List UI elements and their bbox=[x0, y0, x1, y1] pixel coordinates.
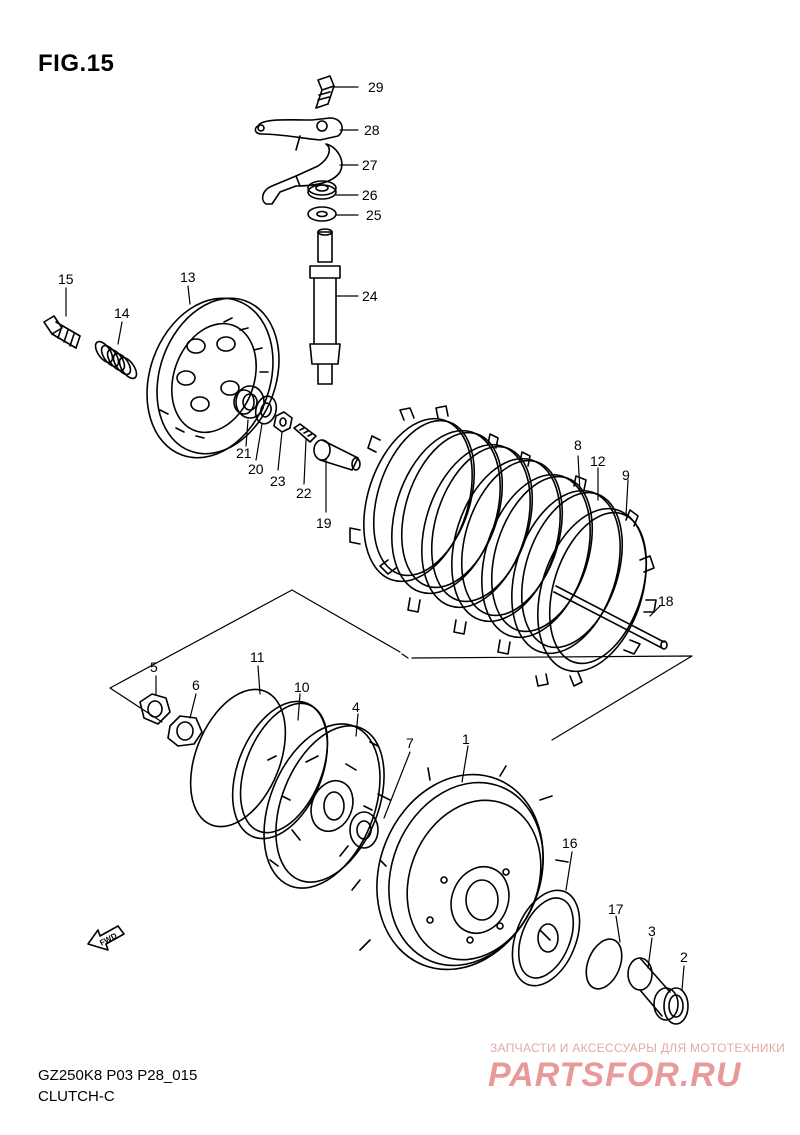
callout-leaders bbox=[65, 86, 685, 991]
callout-4: 4 bbox=[352, 699, 360, 715]
callout-5: 5 bbox=[150, 659, 158, 675]
part-18-push-rod[interactable] bbox=[553, 585, 668, 650]
callout-22: 22 bbox=[296, 485, 312, 501]
fwd-label: FWD bbox=[98, 931, 119, 948]
callout-7: 7 bbox=[406, 735, 414, 751]
callout-6: 6 bbox=[192, 677, 200, 693]
callout-26: 26 bbox=[362, 187, 378, 203]
part-13-pressure-plate[interactable] bbox=[126, 280, 300, 475]
fwd-direction-arrow-icon bbox=[87, 925, 125, 951]
part-19-push-piece[interactable] bbox=[313, 439, 361, 471]
watermark-tagline: ЗАПЧАСТИ И АКСЕССУАРЫ ДЛЯ МОТОТЕХНИКИ bbox=[490, 1041, 786, 1055]
part-2-washer[interactable] bbox=[663, 987, 689, 1025]
part-28-release-arm[interactable] bbox=[254, 117, 343, 151]
part-22-adjuster-screw[interactable] bbox=[293, 423, 317, 443]
callout-1: 1 bbox=[462, 731, 470, 747]
part-23-nut[interactable] bbox=[273, 411, 293, 433]
model-code: GZ250K8 P03 P28_015 bbox=[38, 1067, 198, 1084]
part-11-wire-ring[interactable] bbox=[172, 676, 304, 841]
callout-14: 14 bbox=[114, 305, 130, 321]
callout-2: 2 bbox=[680, 949, 688, 965]
part-10-spring-washer[interactable] bbox=[214, 688, 346, 853]
callout-11: 11 bbox=[250, 649, 265, 665]
part-5-nut[interactable] bbox=[139, 693, 171, 725]
part-1-clutch-housing[interactable] bbox=[348, 749, 571, 994]
callout-27: 27 bbox=[362, 157, 378, 173]
callout-8: 8 bbox=[574, 437, 582, 453]
watermark-brand-logo: PARTSFOR.RU bbox=[488, 1056, 742, 1094]
exploded-view-bracket bbox=[109, 589, 693, 741]
part-3-spacer[interactable] bbox=[627, 957, 679, 1021]
part-14-clutch-spring[interactable] bbox=[92, 339, 140, 382]
callout-10: 10 bbox=[294, 679, 310, 695]
callout-12: 12 bbox=[590, 453, 606, 469]
part-26-oil-seal[interactable] bbox=[307, 180, 337, 200]
callout-29: 29 bbox=[368, 79, 384, 95]
figure-title: FIG.15 bbox=[38, 50, 115, 77]
part-16-gear[interactable] bbox=[499, 880, 592, 995]
part-15-bolt[interactable] bbox=[43, 315, 81, 349]
callout-24: 24 bbox=[362, 288, 378, 304]
callout-17: 17 bbox=[608, 901, 624, 917]
callout-15: 15 bbox=[58, 271, 74, 287]
callout-19: 19 bbox=[316, 515, 332, 531]
clutch-plate-stack[interactable] bbox=[344, 405, 665, 687]
part-20-circlip[interactable] bbox=[253, 394, 280, 426]
section-name: CLUTCH-C bbox=[38, 1088, 115, 1105]
part-27-return-spring[interactable] bbox=[261, 143, 343, 205]
callout-9: 9 bbox=[622, 467, 630, 483]
callout-25: 25 bbox=[366, 207, 382, 223]
callout-13: 13 bbox=[180, 269, 196, 285]
callout-28: 28 bbox=[364, 122, 380, 138]
part-21-bearing[interactable] bbox=[235, 385, 265, 419]
part-17-o-ring[interactable] bbox=[579, 934, 628, 994]
callout-16: 16 bbox=[562, 835, 578, 851]
part-29-bolt[interactable] bbox=[315, 75, 335, 109]
callout-21: 21 bbox=[236, 445, 252, 461]
callout-3: 3 bbox=[648, 923, 656, 939]
part-24-release-camshaft[interactable] bbox=[309, 228, 341, 385]
callout-18: 18 bbox=[658, 593, 674, 609]
callout-20: 20 bbox=[248, 461, 264, 477]
part-25-washer[interactable] bbox=[307, 206, 337, 222]
part-6-lock-washer[interactable] bbox=[167, 715, 203, 747]
part-4-clutch-sleeve-hub[interactable] bbox=[242, 707, 406, 905]
callout-23: 23 bbox=[270, 473, 286, 489]
part-7-thrust-washer[interactable] bbox=[349, 811, 379, 849]
